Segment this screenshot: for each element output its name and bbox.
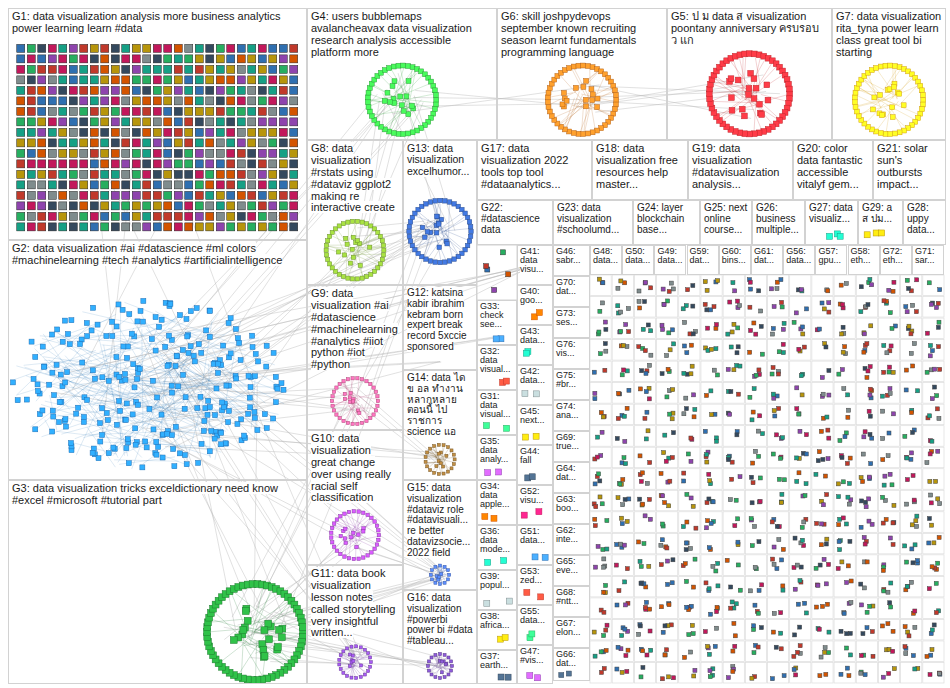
graph-stage: G1: data visualization analysis more bus… (0, 0, 950, 688)
